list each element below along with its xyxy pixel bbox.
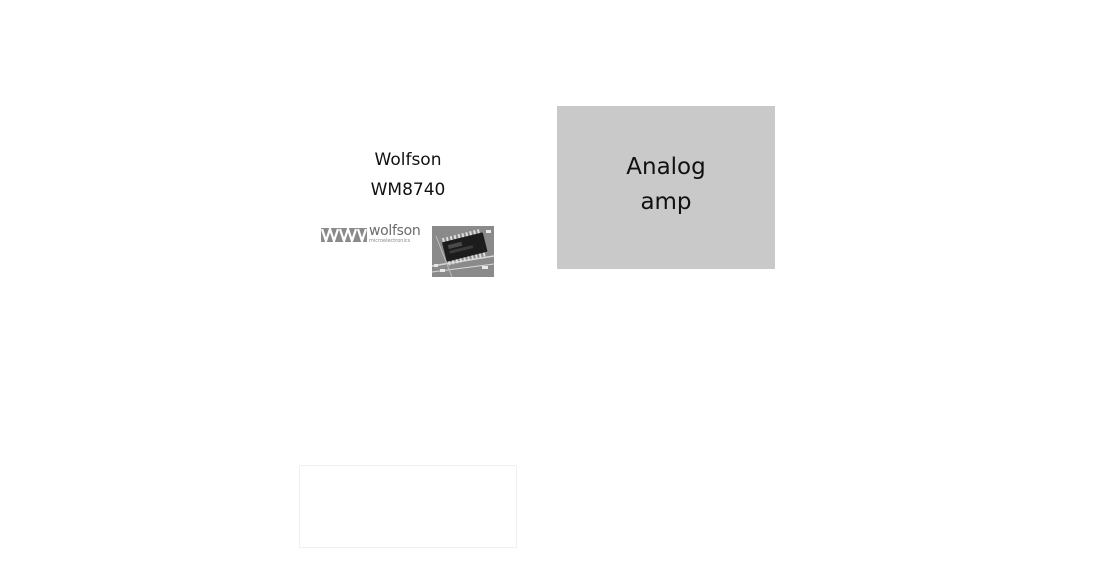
logo-subtitle: microelectronics [369,238,411,244]
dac-block: Wolfson WM8740 wolfson microelectronics [299,140,517,280]
analog-amp-block: Analog amp [557,106,775,269]
amp-label-line1: Analog [626,154,706,180]
wolfson-logo-icon [320,225,368,245]
dac-title-line1: Wolfson [374,150,442,170]
logo-wordmark: wolfson [369,223,421,239]
chip-photo-icon [432,226,494,277]
empty-block [299,465,517,548]
dac-title-line2: WM8740 [370,180,446,200]
wolfson-logo: wolfson microelectronics [320,223,427,246]
amp-label-line2: amp [640,189,692,215]
